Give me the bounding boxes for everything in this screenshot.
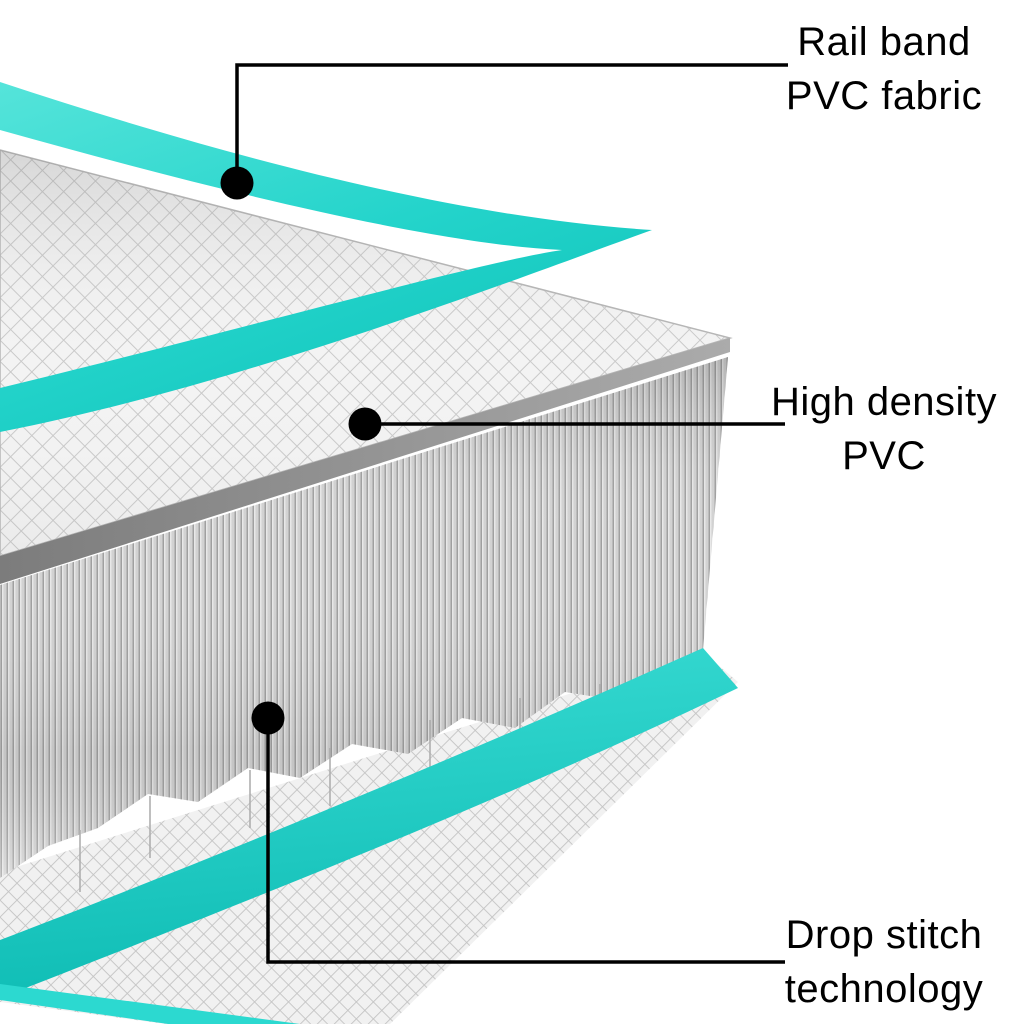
callout-label-line1: Rail band	[797, 20, 971, 64]
bottom-rail-band	[0, 648, 738, 998]
rail-band-swoosh	[0, 82, 652, 432]
callout-line-drop-stitch	[266, 718, 785, 964]
callout-dots	[220, 166, 382, 735]
callout-label-line1: Drop stitch	[785, 913, 983, 957]
callout-connectors	[235, 63, 788, 964]
callout-label-drop-stitch: Drop stitch technology	[744, 908, 1024, 1016]
callout-dot-high-density	[348, 407, 382, 441]
callout-label-line2: PVC	[842, 434, 926, 478]
callout-label-line1: High density	[770, 380, 998, 424]
callout-dot-rail-band	[220, 166, 254, 200]
callout-label-rail-band: Rail band PVC fabric	[744, 15, 1024, 123]
bottom-left-corner	[0, 1002, 166, 1024]
callout-dot-drop-stitch	[251, 701, 285, 735]
callout-label-line2: PVC fabric	[785, 74, 983, 118]
bottom-left-rail-sliver	[0, 984, 300, 1024]
callout-line-rail-band	[235, 63, 788, 183]
callout-label-high-density: High density PVC	[744, 375, 1024, 483]
mat-edge-strip	[0, 338, 730, 584]
callout-label-line2: technology	[784, 967, 984, 1011]
